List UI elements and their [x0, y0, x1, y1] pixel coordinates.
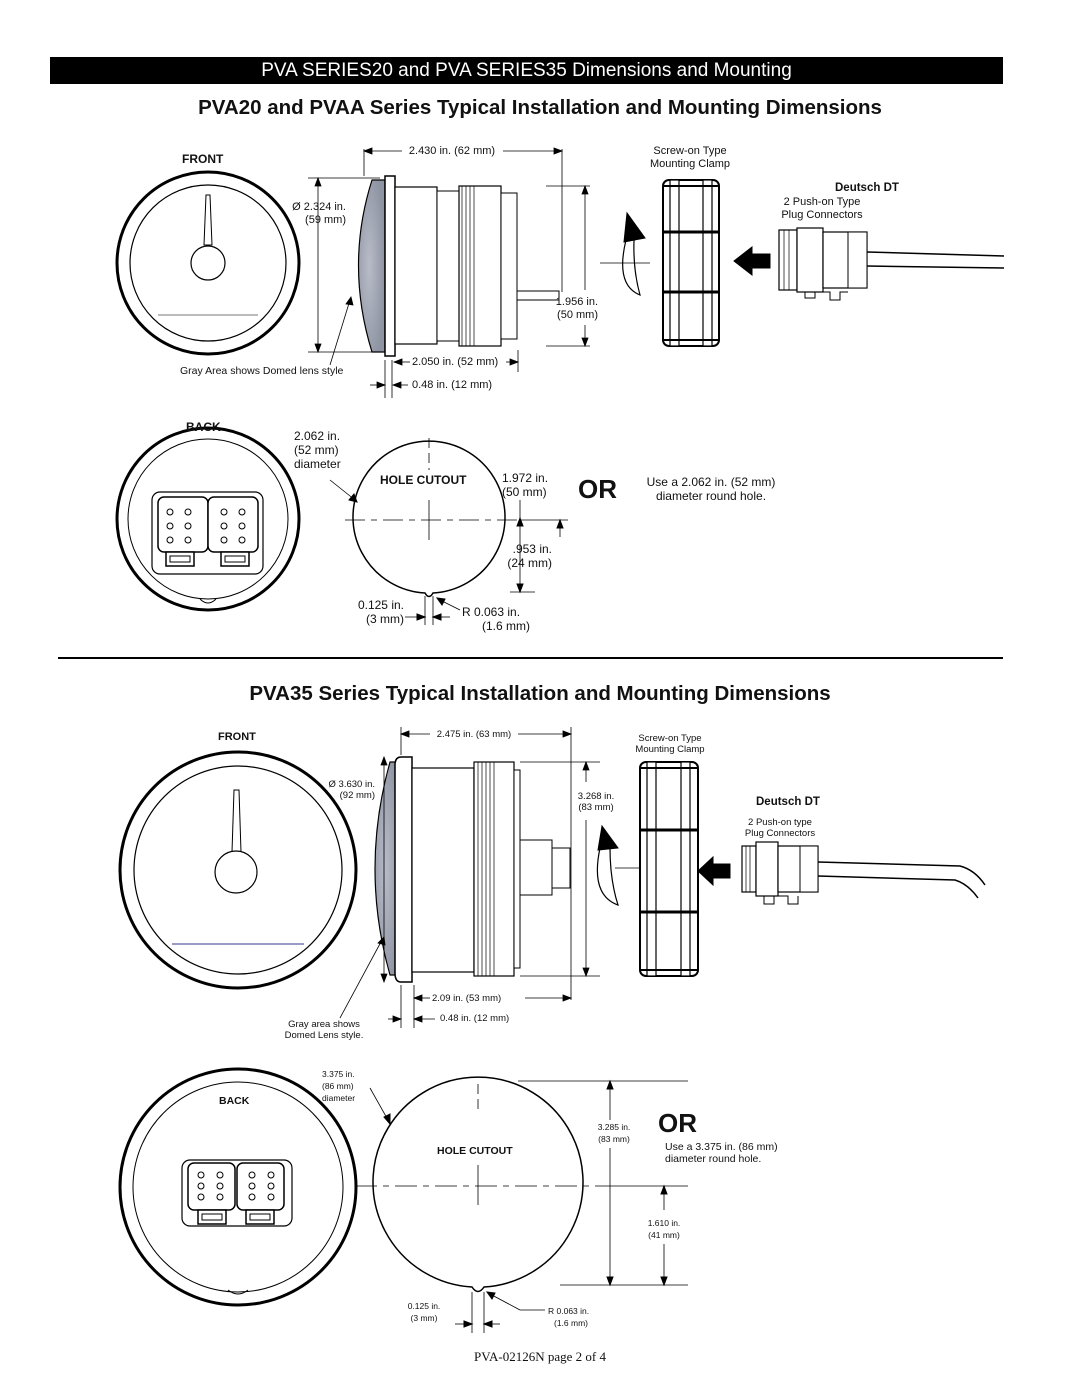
s2-hole-cutout-label: HOLE CUTOUT: [437, 1145, 513, 1157]
s1-or-label: OR: [578, 474, 617, 504]
s1-cut-dia-line1: 2.062 in.: [294, 429, 341, 443]
s2-cut-dia-line1: 3.375 in.: [322, 1069, 355, 1079]
s1-hole-cutout-label: HOLE CUTOUT: [380, 473, 467, 487]
s2-back-label: BACK: [219, 1095, 250, 1107]
s1-depth-label: 2.050 in. (52 mm): [412, 356, 499, 368]
pva20-hole-cutout: [329, 438, 568, 625]
s2-cut-h-line2: (83 mm): [598, 1134, 630, 1144]
s2-offset-line1: 1.610 in.: [647, 1218, 681, 1228]
s2-or-label: OR: [658, 1108, 697, 1138]
s1-dia-line2: (59 mm): [305, 214, 346, 226]
s1-notch-w-line2: (3 mm): [366, 612, 404, 626]
s2-gray-line2: Domed Lens style.: [284, 1030, 364, 1041]
s2-clamp-line2: Mounting Clamp: [635, 744, 705, 755]
s2-front-label: FRONT: [218, 731, 256, 743]
s1-width-label: 2.430 in. (62 mm): [408, 145, 496, 157]
s2-cut-dia-line2: (86 mm): [322, 1081, 354, 1091]
pva20-side-view: [357, 175, 560, 357]
s1-clamp-line1: Screw-on Type: [653, 145, 727, 157]
s2-cut-h-line1: 3.285 in.: [597, 1122, 631, 1132]
s2-height-line2: (83 mm): [578, 802, 614, 813]
page-banner: PVA SERIES20 and PVA SERIES35 Dimensions…: [50, 57, 1003, 84]
pva35-back-view: [118, 1067, 358, 1307]
pva35-hole-cutout: [355, 1076, 688, 1333]
s1-height-line1: 1.956 in.: [555, 296, 598, 308]
s1-offset-line2: (24 mm): [507, 556, 552, 570]
pva35-side-view: [374, 756, 571, 983]
s1-alt-line1: Use a 2.062 in. (52 mm): [646, 475, 776, 489]
pva20-back-view: [115, 426, 301, 612]
s2-plug-line2: Plug Connectors: [744, 828, 816, 839]
s1-gray-note: Gray Area shows Domed lens style: [180, 365, 344, 377]
pva35-dimension-lines: [339, 727, 600, 1028]
s1-notch-r-line2: (1.6 mm): [482, 619, 530, 633]
section2-title: PVA35 Series Typical Installation and Mo…: [249, 682, 831, 705]
s2-clamp-line1: Screw-on Type: [638, 733, 702, 744]
s2-depth-label: 2.09 in. (53 mm): [432, 993, 502, 1004]
s1-back-label: BACK: [186, 420, 221, 434]
pva35-front-gauge: [118, 750, 358, 990]
s1-plug-line1: 2 Push-on Type: [783, 196, 861, 208]
s1-cut-h-line1: 1.972 in.: [502, 471, 549, 485]
s2-width-label: 2.475 in. (63 mm): [436, 729, 512, 740]
s2-plug-line1: 2 Push-on type: [748, 817, 812, 828]
s2-height-line1: 3.268 in.: [577, 791, 615, 802]
s1-cut-h-line2: (50 mm): [502, 485, 547, 499]
s1-plug-line2: Plug Connectors: [781, 209, 863, 221]
pva20-dimension-lines: [308, 147, 590, 398]
s2-notch-w-line2: (3 mm): [410, 1313, 438, 1323]
s2-dia-line1: Ø 3.630 in.: [328, 779, 375, 790]
pva35-clamp-assembly: [596, 761, 986, 977]
s2-lip-label: 0.48 in. (12 mm): [440, 1013, 510, 1024]
s1-dia-line1: Ø 2.324 in.: [292, 201, 346, 213]
pva20-front-gauge: [115, 170, 301, 356]
s2-dia-line2: (92 mm): [339, 790, 375, 801]
s1-deutsch-label: Deutsch DT: [835, 182, 899, 194]
s2-gray-line1: Gray area shows: [288, 1019, 360, 1030]
s2-notch-w-line1: 0.125 in.: [407, 1301, 441, 1311]
s2-alt-line1: Use a 3.375 in. (86 mm): [665, 1141, 778, 1153]
s1-cut-dia-line3: diameter: [294, 457, 341, 471]
pva20-clamp-assembly: [600, 179, 1005, 347]
s2-notch-r-line2: (1.6 mm): [554, 1318, 588, 1328]
s2-cut-dia-line3: diameter: [322, 1093, 356, 1103]
s1-clamp-line2: Mounting Clamp: [649, 158, 731, 170]
page-footer: PVA-02126N page 2 of 4: [474, 1349, 606, 1364]
s1-cut-dia-line2: (52 mm): [294, 443, 339, 457]
s2-alt-line2: diameter round hole.: [665, 1153, 762, 1165]
section1-title: PVA20 and PVAA Series Typical Installati…: [198, 96, 882, 119]
s1-notch-r-line1: R 0.063 in.: [462, 605, 521, 619]
s1-alt-line2: diameter round hole.: [655, 489, 767, 503]
s2-offset-line2: (41 mm): [648, 1230, 680, 1240]
s2-notch-r-line1: R 0.063 in.: [548, 1306, 590, 1316]
s1-notch-w-line1: 0.125 in.: [357, 598, 404, 612]
s1-height-line2: (50 mm): [557, 309, 598, 321]
s1-offset-line1: .953 in.: [512, 542, 552, 556]
s1-front-label: FRONT: [182, 152, 224, 166]
s1-lip-label: 0.48 in. (12 mm): [412, 379, 493, 391]
s2-deutsch-label: Deutsch DT: [756, 796, 820, 808]
